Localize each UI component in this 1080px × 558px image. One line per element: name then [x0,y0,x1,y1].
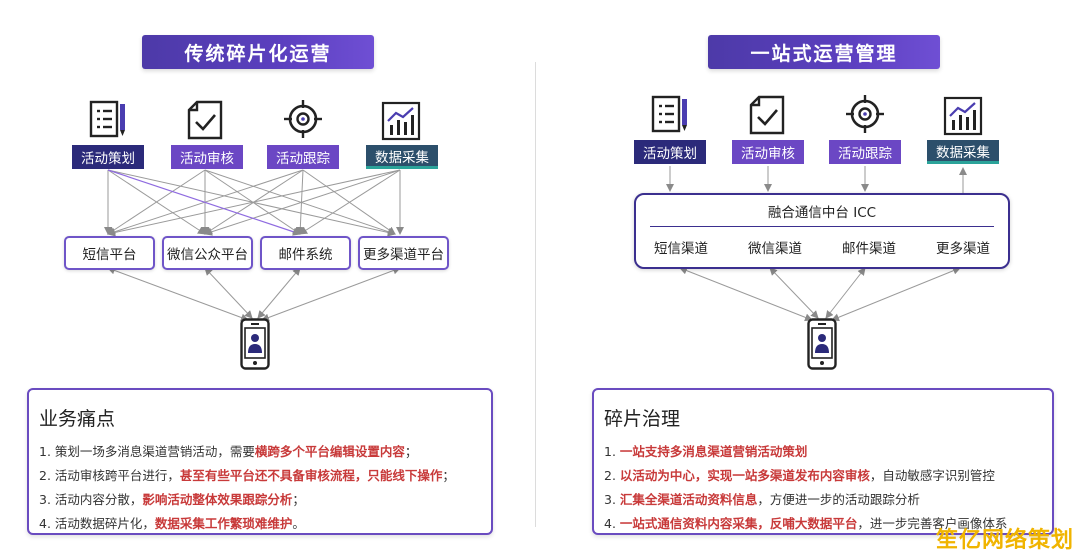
pain-points-panel: 业务痛点 1. 策划一场多消息渠道营销活动，需要横跨多个平台编辑设置内容； 2.… [27,388,493,535]
icc-divider [650,226,994,227]
channel-more-platforms: 更多渠道平台 [358,236,449,270]
icc-channel-email: 邮件渠道 [842,241,896,257]
pain-point-item: 3. 活动内容分散，影响活动整体效果跟踪分析； [39,492,305,507]
target-icon [846,95,884,133]
governance-item: 3. 汇集全渠道活动资料信息，方便进一步的活动跟踪分析 [604,492,920,507]
tag-activity-tracking: 活动跟踪 [267,145,339,169]
fragment-governance-title: 碎片治理 [604,408,681,430]
checklist-icon [187,100,223,140]
tag-activity-review: 活动审核 [732,140,804,164]
governance-item: 4. 一站式通信资料内容采集，反哺大数据平台，进一步完善客户画像体系 [604,516,1008,531]
tag-activity-planning: 活动策划 [634,140,706,164]
right-title-banner: 一站式运营管理 [708,35,940,69]
governance-item: 2. 以活动为中心，实现一站多渠道发布内容审核，自动敏感字识别管控 [604,468,995,483]
pain-point-item: 4. 活动数据碎片化，数据采集工作繁琐难维护。 [39,516,305,531]
tag-activity-review: 活动审核 [171,145,243,169]
tag-data-collection: 数据采集 [366,145,438,169]
channel-wechat-platform: 微信公众平台 [162,236,253,270]
bar-chart-icon [943,96,983,136]
governance-item: 1. 一站支持多消息渠道营销活动策划 [604,444,808,459]
tag-data-collection: 数据采集 [927,140,999,164]
icc-title: 融合通信中台 ICC [767,205,877,221]
tag-activity-planning: 活动策划 [72,145,144,169]
document-list-icon [651,95,687,133]
pain-point-item: 1. 策划一场多消息渠道营销活动，需要横跨多个平台编辑设置内容； [39,444,418,459]
target-icon [284,100,322,138]
pain-points-title: 业务痛点 [39,408,116,430]
section-divider [535,62,536,527]
document-list-icon [89,100,125,138]
channel-email-system: 邮件系统 [260,236,351,270]
tag-activity-tracking: 活动跟踪 [829,140,901,164]
icc-channel-more: 更多渠道 [936,241,990,257]
fragment-governance-panel: 碎片治理 1. 一站支持多消息渠道营销活动策划 2. 以活动为中心，实现一站多渠… [592,388,1054,535]
phone-user-icon [240,318,270,370]
checklist-icon [749,95,785,135]
phone-user-icon [807,318,837,370]
pain-point-item: 2. 活动审核跨平台进行，甚至有些平台还不具备审核流程，只能线下操作； [39,468,455,483]
channel-sms-platform: 短信平台 [64,236,155,270]
bar-chart-icon [381,101,421,141]
icc-hub-box: 融合通信中台 ICC 短信渠道 微信渠道 邮件渠道 更多渠道 [634,193,1010,269]
icc-channel-sms: 短信渠道 [654,241,708,257]
left-title-banner: 传统碎片化运营 [142,35,374,69]
icc-channel-wechat: 微信渠道 [748,241,802,257]
watermark: 笙亿网络策划 [935,528,1074,553]
